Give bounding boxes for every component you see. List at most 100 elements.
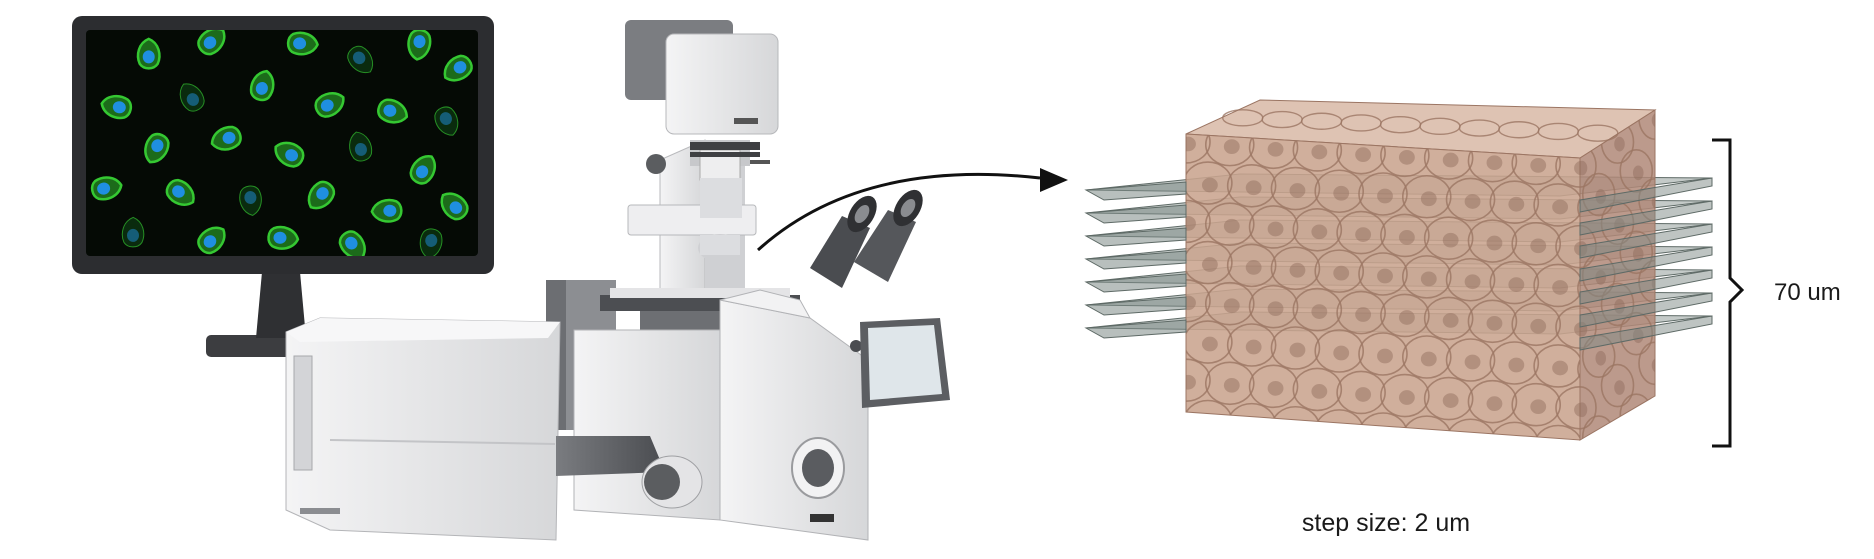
fluorescent-cell (121, 216, 145, 248)
optical-section-left (1084, 296, 1187, 316)
fluorescent-cell (197, 226, 226, 255)
tissue-cell (1204, 202, 1255, 246)
optical-section-left (1084, 181, 1187, 201)
tissue-cell (1204, 361, 1255, 406)
fluorescent-cell (419, 228, 443, 256)
tissue-cells-top (1222, 109, 1619, 142)
tissue-cell (1555, 385, 1580, 430)
tissue-cell (1511, 382, 1562, 427)
tissue-cell (1489, 341, 1540, 385)
tissue-cell (1314, 249, 1365, 293)
optical-section-right (1579, 246, 1713, 282)
fluorescent-cell (434, 106, 459, 136)
eyepieces (810, 189, 923, 288)
tissue-cell (1511, 302, 1562, 347)
z-stack (1084, 99, 1713, 441)
fluorescent-cell (286, 31, 319, 56)
tissue-cell (1358, 332, 1408, 376)
step-size-label: step size: 2 um (1302, 509, 1470, 537)
optical-section-left (1084, 273, 1187, 293)
tissue-cell (1580, 385, 1597, 430)
optical-section-left (1084, 204, 1187, 224)
optical-section-right (1579, 177, 1713, 213)
tissue-cell (1336, 290, 1386, 335)
optical-section-left (1084, 227, 1187, 247)
tissue-cell (1467, 379, 1518, 424)
tissue-cell (1248, 134, 1299, 170)
tissue-cell (1380, 373, 1430, 418)
tissue-cell (1619, 230, 1654, 275)
fluorescent-cell (274, 141, 305, 168)
tissue-cell (1580, 144, 1597, 188)
tissue-cell (1577, 266, 1580, 311)
tissue-cell (1533, 183, 1580, 227)
tissue-cell (1336, 134, 1386, 175)
tissue-cell (1186, 161, 1233, 205)
tissue-cell (1248, 364, 1299, 409)
fluorescent-cell (370, 198, 403, 223)
tissue-cell (1380, 213, 1430, 258)
optical-section-right (1579, 223, 1713, 259)
tissue-cell (1401, 255, 1452, 299)
fluorescent-cell (239, 185, 262, 216)
optical-section-right (1579, 315, 1713, 351)
arrow-head (1040, 168, 1068, 192)
fluorescent-cell (349, 131, 373, 162)
tissue-cells-front (1186, 134, 1580, 440)
tissue-cell (1638, 341, 1655, 386)
microscope (285, 20, 950, 541)
tissue-cell (1555, 224, 1580, 269)
optical-section-right (1579, 200, 1713, 236)
tissue-cell (1358, 252, 1408, 296)
fluorescent-cell (136, 37, 161, 70)
tissue-cell (1186, 134, 1211, 164)
tissue-cell (1533, 344, 1580, 388)
tissue-cell (1204, 134, 1255, 167)
tissue-cell (1292, 134, 1343, 172)
tissue-cell (1577, 185, 1580, 230)
tissue-cell (1658, 372, 1690, 414)
tissue-cell (1489, 260, 1540, 305)
fluorescent-cell (100, 94, 133, 120)
tissue-cell (1248, 205, 1299, 249)
tissue-cell (1555, 144, 1580, 188)
fluorescent-cell (210, 125, 242, 151)
fluorescent-cell (407, 30, 432, 61)
light-source-box (285, 317, 561, 541)
tissue-cell (1292, 367, 1343, 412)
tissue-cell (1314, 169, 1365, 214)
fluorescent-cells (90, 30, 473, 256)
fluorescent-cell (347, 45, 374, 74)
tissue-cell (1226, 323, 1277, 367)
tissue-cell (1380, 293, 1430, 338)
tissue-cell (1533, 263, 1580, 308)
fluorescent-cell (377, 98, 409, 124)
tissue-cell (1423, 376, 1474, 421)
fluorescent-cell (144, 132, 170, 164)
tissue-cell (1445, 257, 1496, 302)
tissue-cell (1401, 174, 1452, 219)
stack-height-label: 70 um (1774, 279, 1841, 306)
tissue-cell (1577, 347, 1580, 391)
optical-section-left (1084, 250, 1187, 270)
tissue-cell (1204, 281, 1255, 326)
tissue-cell (1489, 180, 1540, 225)
tissue-cell (1186, 240, 1233, 285)
tissue-cell (1336, 370, 1386, 415)
fluorescent-cell (314, 91, 345, 118)
fluorescent-cell (443, 54, 473, 82)
tissue-cell (1314, 329, 1365, 373)
tissue-cell (1358, 172, 1408, 216)
tissue-cell (1186, 358, 1211, 403)
tissue-cell (1292, 207, 1343, 252)
tissue-cell (1226, 163, 1277, 208)
tissue-cell (1270, 326, 1321, 370)
fluorescent-cell (338, 230, 366, 256)
tissue-cell (1511, 222, 1562, 266)
tissue-cell (1226, 243, 1277, 288)
height-bracket (1712, 138, 1745, 448)
tissue-cell (1423, 216, 1474, 261)
optical-sections-front (1084, 177, 1713, 351)
tissue-cell (1423, 296, 1474, 341)
tissue-cell (1401, 335, 1452, 379)
